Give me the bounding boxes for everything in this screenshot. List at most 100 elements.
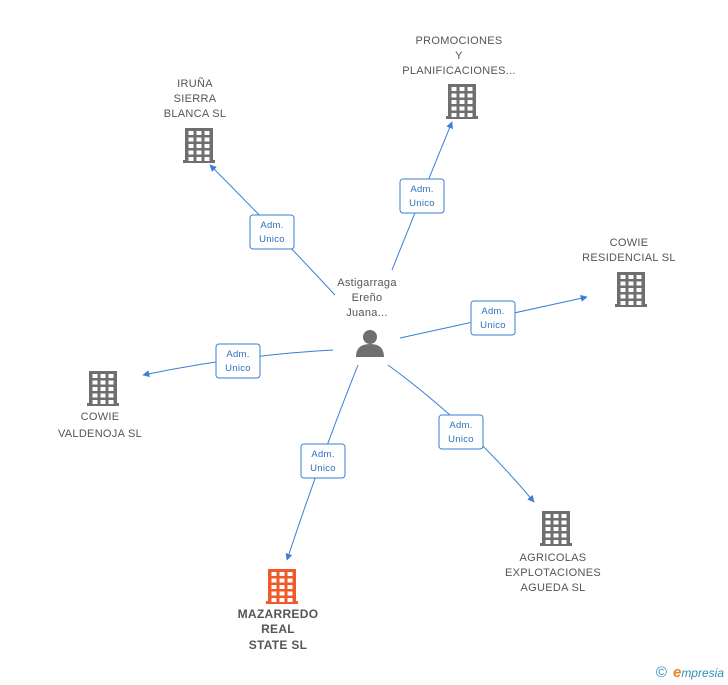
edge-label-promociones[interactable]: Adm.Unico — [399, 178, 445, 214]
building-window — [545, 533, 551, 538]
building-window — [467, 87, 473, 91]
building-window — [545, 520, 551, 525]
person-label[interactable]: Astigarraga — [337, 277, 397, 289]
building-window — [620, 294, 626, 299]
company-label[interactable]: PROMOCIONES — [415, 35, 502, 47]
building-window — [108, 393, 114, 398]
building-window — [451, 100, 457, 104]
edge-label-cowie-residencial[interactable]: Adm.Unico — [470, 300, 516, 336]
building-window — [561, 520, 567, 525]
building-window — [188, 131, 194, 135]
building-icon[interactable] — [615, 272, 647, 307]
building-window — [108, 374, 114, 378]
company-node-promociones[interactable]: PROMOCIONES Y PLANIFICACIONES... — [402, 35, 516, 119]
company-label[interactable]: COWIE — [610, 237, 649, 249]
building-window — [204, 144, 210, 148]
building-window — [100, 387, 106, 391]
building-icon[interactable] — [266, 569, 298, 604]
building-icon[interactable] — [540, 511, 572, 546]
building-window — [204, 150, 210, 155]
building-window — [561, 514, 567, 518]
building-window — [271, 572, 277, 576]
edge-label-text: Unico — [480, 320, 506, 331]
building-window — [467, 113, 473, 117]
person-node[interactable]: AstigarragaEreñoJuana... — [337, 277, 397, 357]
building-window — [553, 533, 559, 538]
building-window — [271, 578, 277, 583]
building-window — [92, 374, 98, 378]
building-base — [615, 304, 647, 307]
company-label[interactable]: MAZARREDO — [238, 607, 319, 621]
company-label[interactable]: AGUEDA SL — [520, 582, 585, 594]
company-label[interactable]: PLANIFICACIONES... — [402, 65, 516, 77]
building-window — [108, 387, 114, 391]
building-icon[interactable] — [183, 128, 215, 163]
company-label[interactable]: IRUÑA — [177, 77, 213, 90]
building-window — [628, 288, 634, 292]
building-window — [545, 540, 551, 544]
building-window — [451, 93, 457, 98]
building-icon[interactable] — [446, 84, 478, 119]
company-label[interactable]: Y — [455, 50, 463, 62]
edge-label-box — [300, 443, 346, 479]
company-label[interactable]: EXPLOTACIONES — [505, 567, 601, 579]
edge-label-mazarredo[interactable]: Adm.Unico — [300, 443, 346, 479]
person-label[interactable]: Ereño — [352, 292, 383, 304]
building-window — [451, 87, 457, 91]
building-window — [92, 387, 98, 391]
company-node-irunha[interactable]: IRUÑA SIERRA BLANCA SL — [164, 77, 227, 163]
person-label[interactable]: Juana... — [346, 307, 388, 319]
edge-label-text: Adm. — [449, 420, 472, 431]
company-label[interactable]: RESIDENCIAL SL — [582, 252, 676, 264]
person-head — [363, 330, 377, 344]
building-window — [100, 393, 106, 398]
building-window — [188, 137, 194, 142]
building-window — [553, 520, 559, 525]
building-window — [620, 281, 626, 286]
building-window — [628, 294, 634, 299]
building-window — [279, 591, 285, 596]
edge-label-cowie-valdenoja[interactable]: Adm.Unico — [215, 343, 261, 379]
company-node-cowie-valdenoja[interactable]: COWIE VALDENOJA SL — [58, 371, 142, 440]
edge-label-irunha[interactable]: Adm.Unico — [249, 214, 295, 250]
building-window — [459, 106, 465, 111]
building-window — [188, 144, 194, 148]
building-window — [196, 137, 202, 142]
building-window — [279, 572, 285, 576]
building-window — [459, 113, 465, 117]
company-label[interactable]: REAL — [261, 622, 295, 636]
building-window — [271, 591, 277, 596]
edge-labels-layer: Adm.UnicoAdm.UnicoAdm.UnicoAdm.UnicoAdm.… — [215, 178, 516, 479]
building-window — [553, 527, 559, 531]
building-base — [183, 160, 215, 163]
person-icon[interactable] — [356, 330, 384, 357]
company-label[interactable]: SIERRA — [174, 93, 217, 105]
building-window — [561, 527, 567, 531]
brand-logo[interactable]: empresia — [673, 664, 724, 681]
brand-initial: e — [672, 663, 682, 681]
company-label[interactable]: BLANCA SL — [164, 108, 227, 120]
company-label[interactable]: VALDENOJA SL — [58, 428, 142, 440]
building-window — [628, 275, 634, 279]
company-node-agricolas[interactable]: AGRICOLAS EXPLOTACIONES AGUEDA SL — [505, 511, 601, 594]
edge-label-box — [249, 214, 295, 250]
building-window — [628, 281, 634, 286]
edge-label-box — [399, 178, 445, 214]
building-window — [100, 380, 106, 385]
building-window — [188, 157, 194, 161]
company-node-cowie-residencial[interactable]: COWIE RESIDENCIAL SL — [582, 237, 676, 307]
edge-label-box — [438, 414, 484, 450]
company-label[interactable]: AGRICOLAS — [520, 552, 587, 564]
edge-label-agricolas[interactable]: Adm.Unico — [438, 414, 484, 450]
company-label[interactable]: STATE SL — [249, 638, 308, 652]
building-window — [553, 540, 559, 544]
building-icon[interactable] — [87, 371, 119, 406]
edge-label-text: Unico — [225, 363, 251, 374]
building-window — [467, 93, 473, 98]
edge-label-text: Adm. — [311, 449, 334, 460]
edge-label-box — [215, 343, 261, 379]
building-window — [636, 275, 642, 279]
company-label[interactable]: COWIE — [81, 411, 120, 423]
